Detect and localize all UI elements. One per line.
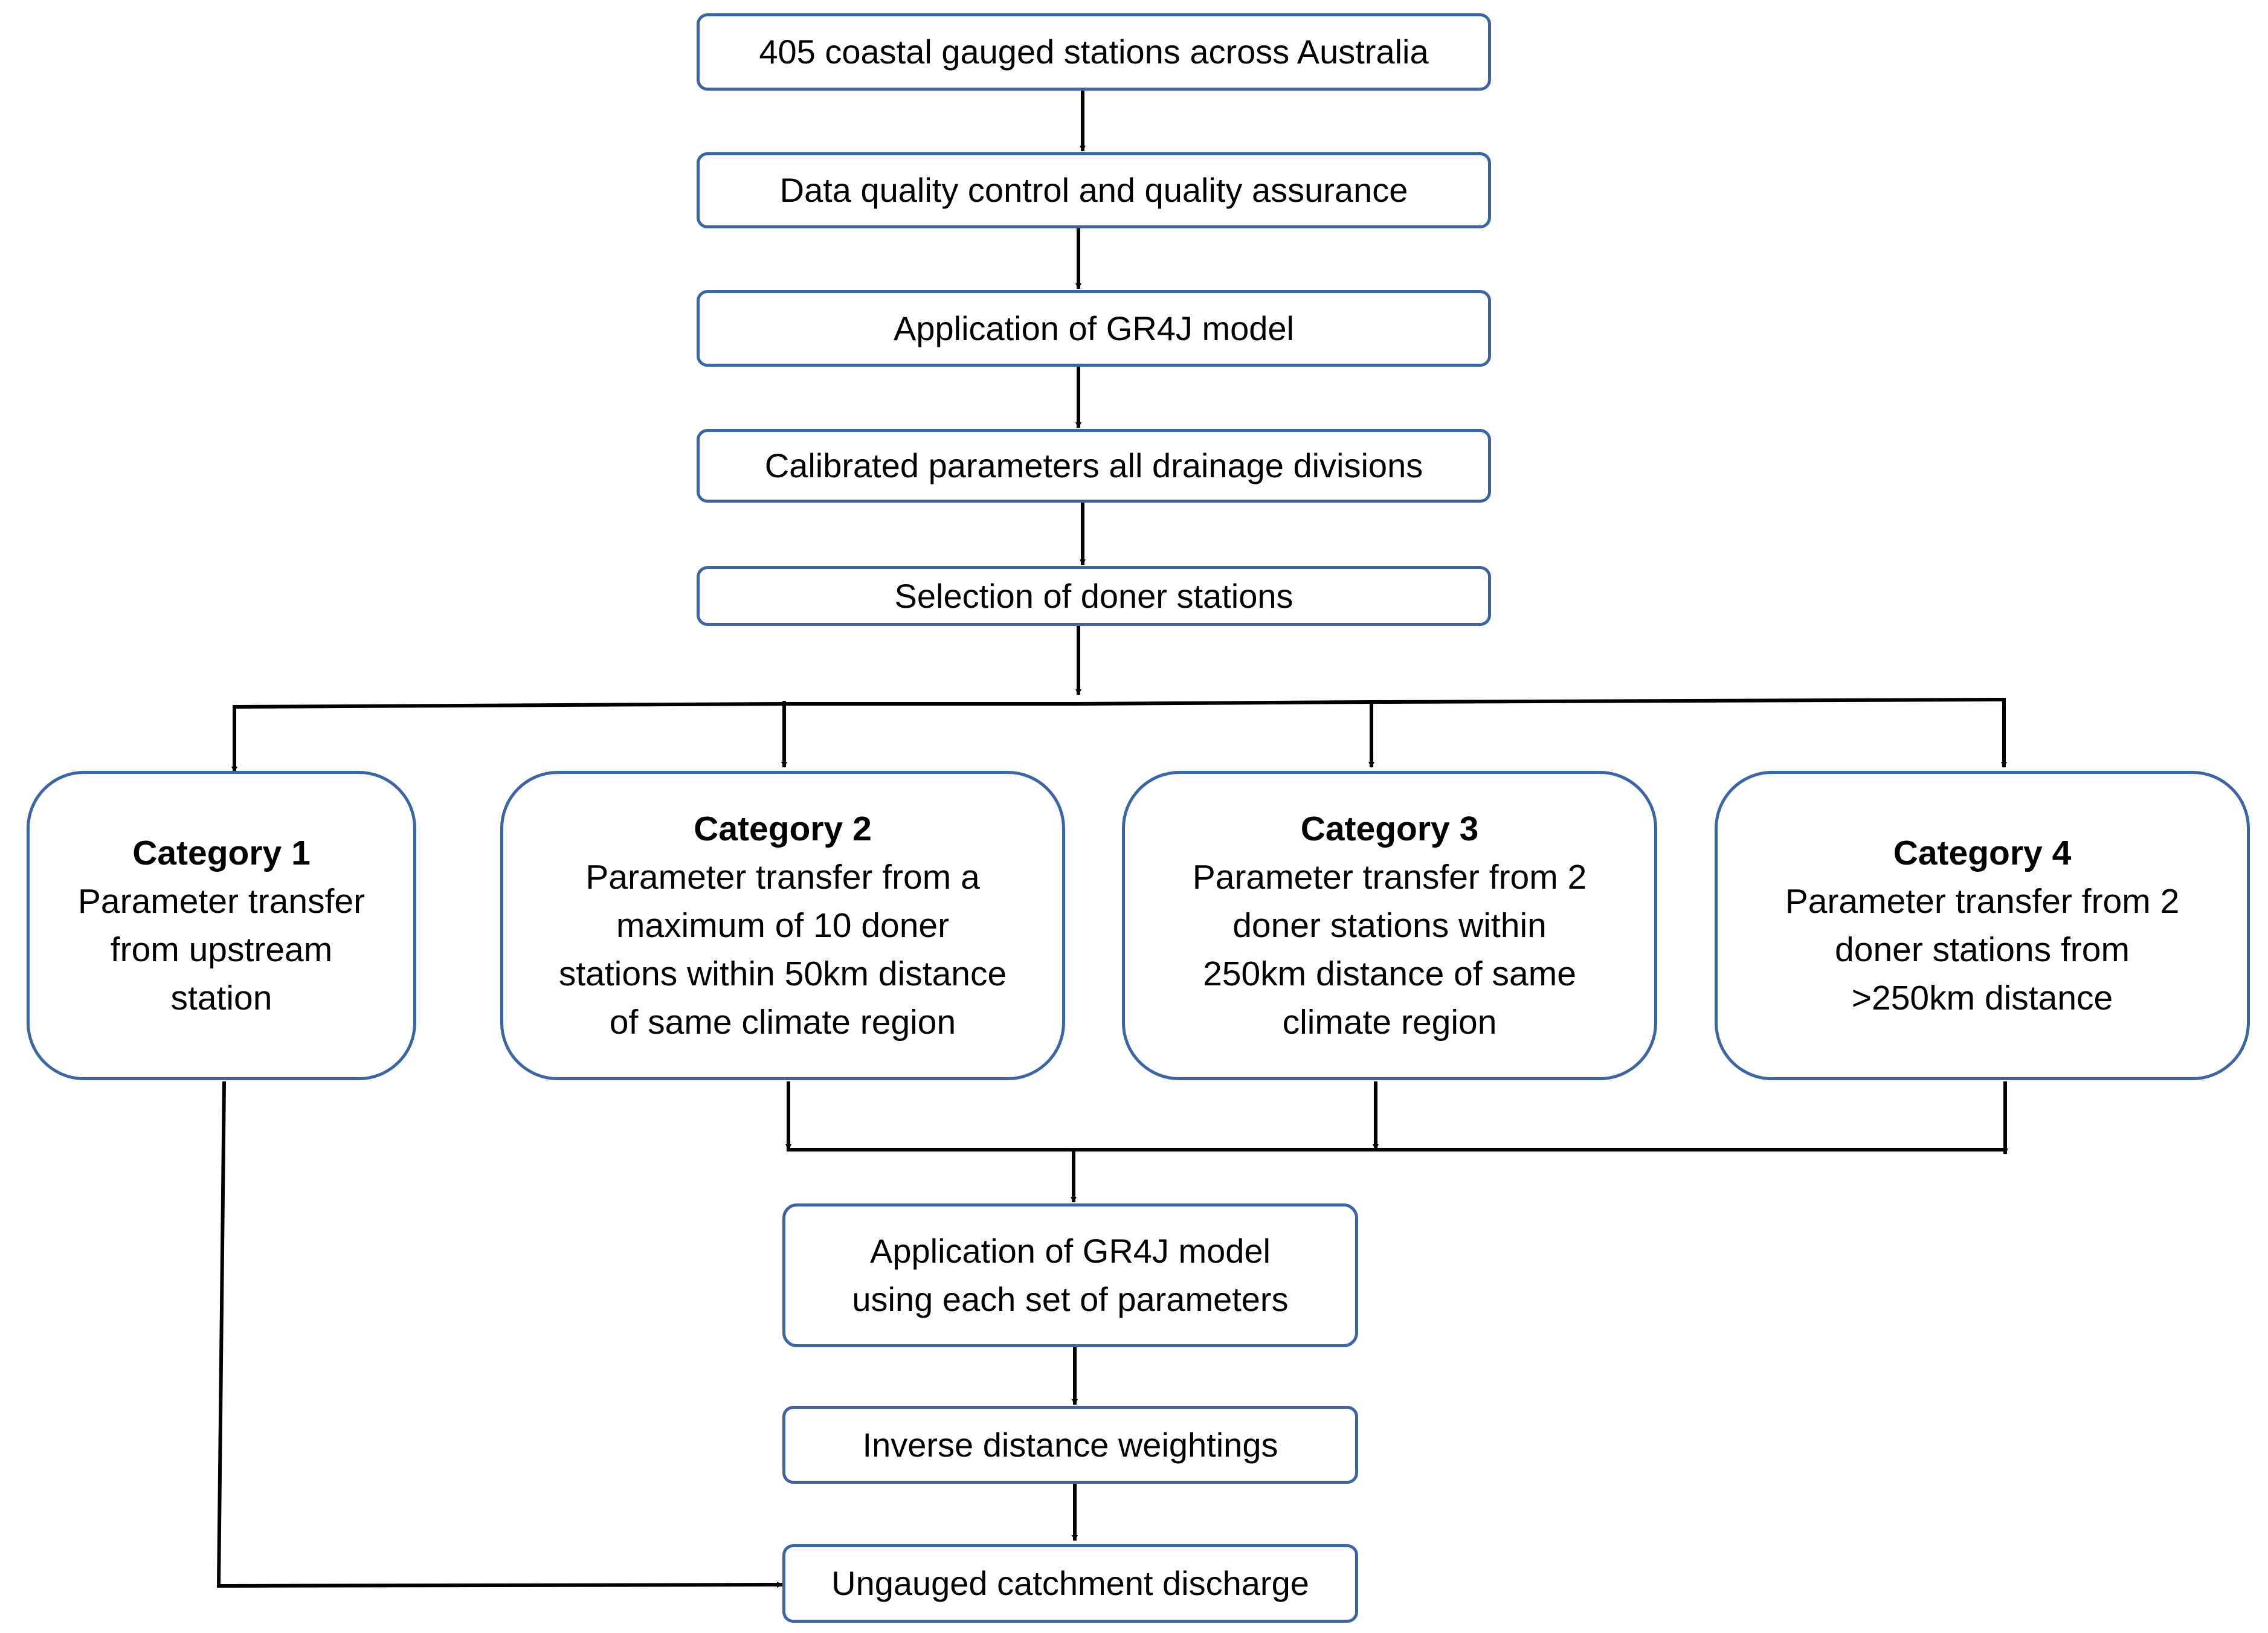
category-1-description: Parameter transfer from upstream station [77,882,366,1017]
branch-line [233,697,2006,710]
step-inverse-distance: Inverse distance weightings [782,1406,1358,1484]
category-1-box: Category 1 Parameter transfer from upstr… [27,771,416,1080]
step-gauged-stations: 405 coastal gauged stations across Austr… [697,13,1491,91]
step-apply-gr4j-each-set: Application of GR4J model using each set… [782,1203,1358,1347]
step-gr4j-model-label: Application of GR4J model [893,309,1294,347]
step-gr4j-model: Application of GR4J model [697,290,1491,367]
step-inverse-distance-label: Inverse distance weightings [862,1425,1278,1464]
step-quality-control: Data quality control and quality assuran… [697,152,1491,228]
step-calibrated-parameters-label: Calibrated parameters all drainage divis… [764,446,1423,485]
arrow-category-1-to-discharge [216,1081,783,1588]
category-3-description: Parameter transfer from 2 doner stations… [1192,858,1587,1042]
step-doner-selection-label: Selection of doner stations [894,576,1293,615]
step-ungauged-discharge-label: Ungauged catchment discharge [831,1564,1309,1603]
category-4-title: Category 4 [1893,834,2072,872]
step-ungauged-discharge: Ungauged catchment discharge [782,1544,1358,1623]
category-2-description: Parameter transfer from a maximum of 10 … [558,858,1007,1042]
category-3-box: Category 3 Parameter transfer from 2 don… [1122,771,1657,1080]
category-1-title: Category 1 [132,834,311,872]
category-3-title: Category 3 [1300,810,1479,848]
category-4-box: Category 4 Parameter transfer from 2 don… [1715,771,2250,1080]
category-4-description: Parameter transfer from 2 doner stations… [1785,882,2180,1017]
category-2-box: Category 2 Parameter transfer from a max… [500,771,1065,1080]
step-quality-control-label: Data quality control and quality assuran… [779,171,1408,210]
step-doner-selection: Selection of doner stations [697,566,1491,626]
step-apply-gr4j-each-set-label: Application of GR4J model using each set… [852,1232,1289,1318]
step-calibrated-parameters: Calibrated parameters all drainage divis… [697,429,1491,503]
category-2-title: Category 2 [694,810,872,848]
step-gauged-stations-label: 405 coastal gauged stations across Austr… [759,33,1429,71]
